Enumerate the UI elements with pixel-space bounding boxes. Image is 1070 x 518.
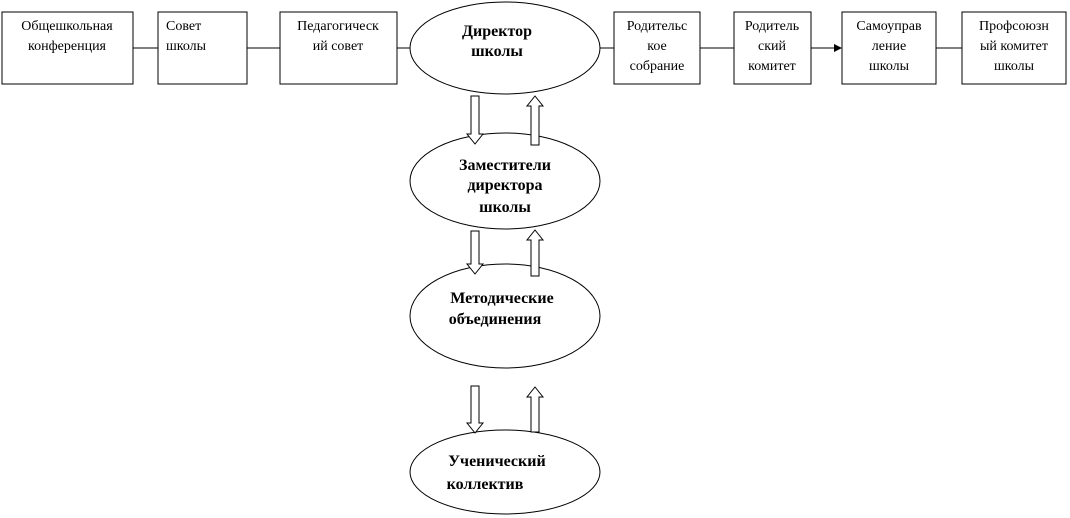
- arrowhead: [834, 44, 842, 52]
- ellipse-methodical-associations: Методические объединения: [409, 263, 601, 369]
- ellipse-student-body: Ученический коллектив: [409, 429, 601, 515]
- ellipse-director: Директор школы: [409, 1, 601, 95]
- box-trade-union-committee: Профсоюзн ый комитет школы: [961, 11, 1067, 85]
- box-school-council: Совет школы: [157, 11, 248, 85]
- box-line: школы: [994, 59, 1035, 74]
- box-line: Родительс: [627, 19, 688, 34]
- box-line: ление: [872, 39, 906, 54]
- ellipse-deputy-directors: Заместители директора школы: [409, 132, 601, 230]
- ellipse-line: Ученический: [448, 453, 545, 470]
- box-line: школы: [869, 59, 910, 74]
- ellipse-line: Методические: [450, 290, 553, 307]
- box-line: Педагогическ: [297, 19, 379, 34]
- box-line: ый комитет: [980, 39, 1048, 54]
- box-line: Самоуправ: [856, 19, 922, 34]
- up-arrow-icon: [525, 229, 545, 277]
- box-school-self-government: Самоуправ ление школы: [841, 11, 937, 85]
- ellipse-line: школы: [479, 199, 531, 216]
- ellipse-line: объединения: [449, 311, 542, 328]
- box-line: ий совет: [313, 39, 364, 54]
- box-parent-committee: Родитель ский комитет: [733, 11, 812, 85]
- box-line: школы: [166, 39, 207, 54]
- ellipse-line: Заместители: [459, 157, 551, 174]
- up-arrow-icon: [525, 386, 545, 433]
- box-line: конференция: [28, 39, 107, 54]
- box-line: комитет: [748, 59, 796, 74]
- box-line: кое: [647, 39, 666, 54]
- ellipse-line: Директор: [462, 23, 532, 40]
- box-line: Родитель: [745, 19, 799, 34]
- box-parent-meeting: Родительс кое собрание: [613, 11, 701, 85]
- down-arrow-icon: [465, 230, 485, 275]
- box-line: ский: [758, 39, 787, 54]
- box-line: Профсоюзн: [979, 19, 1049, 34]
- down-arrow-icon: [465, 385, 485, 434]
- ellipse-line: школы: [471, 43, 523, 60]
- down-arrow-icon: [465, 95, 485, 145]
- box-line: собрание: [630, 59, 685, 74]
- box-pedagogical-council: Педагогическ ий совет: [279, 11, 398, 85]
- box-line: Совет: [166, 19, 201, 34]
- up-arrow-icon: [525, 95, 545, 146]
- box-general-school-conference: Общешкольная конференция: [1, 11, 134, 85]
- ellipse-line: директора: [467, 177, 542, 194]
- ellipse-line: коллектив: [447, 476, 524, 493]
- box-line: Общешкольная: [21, 19, 113, 34]
